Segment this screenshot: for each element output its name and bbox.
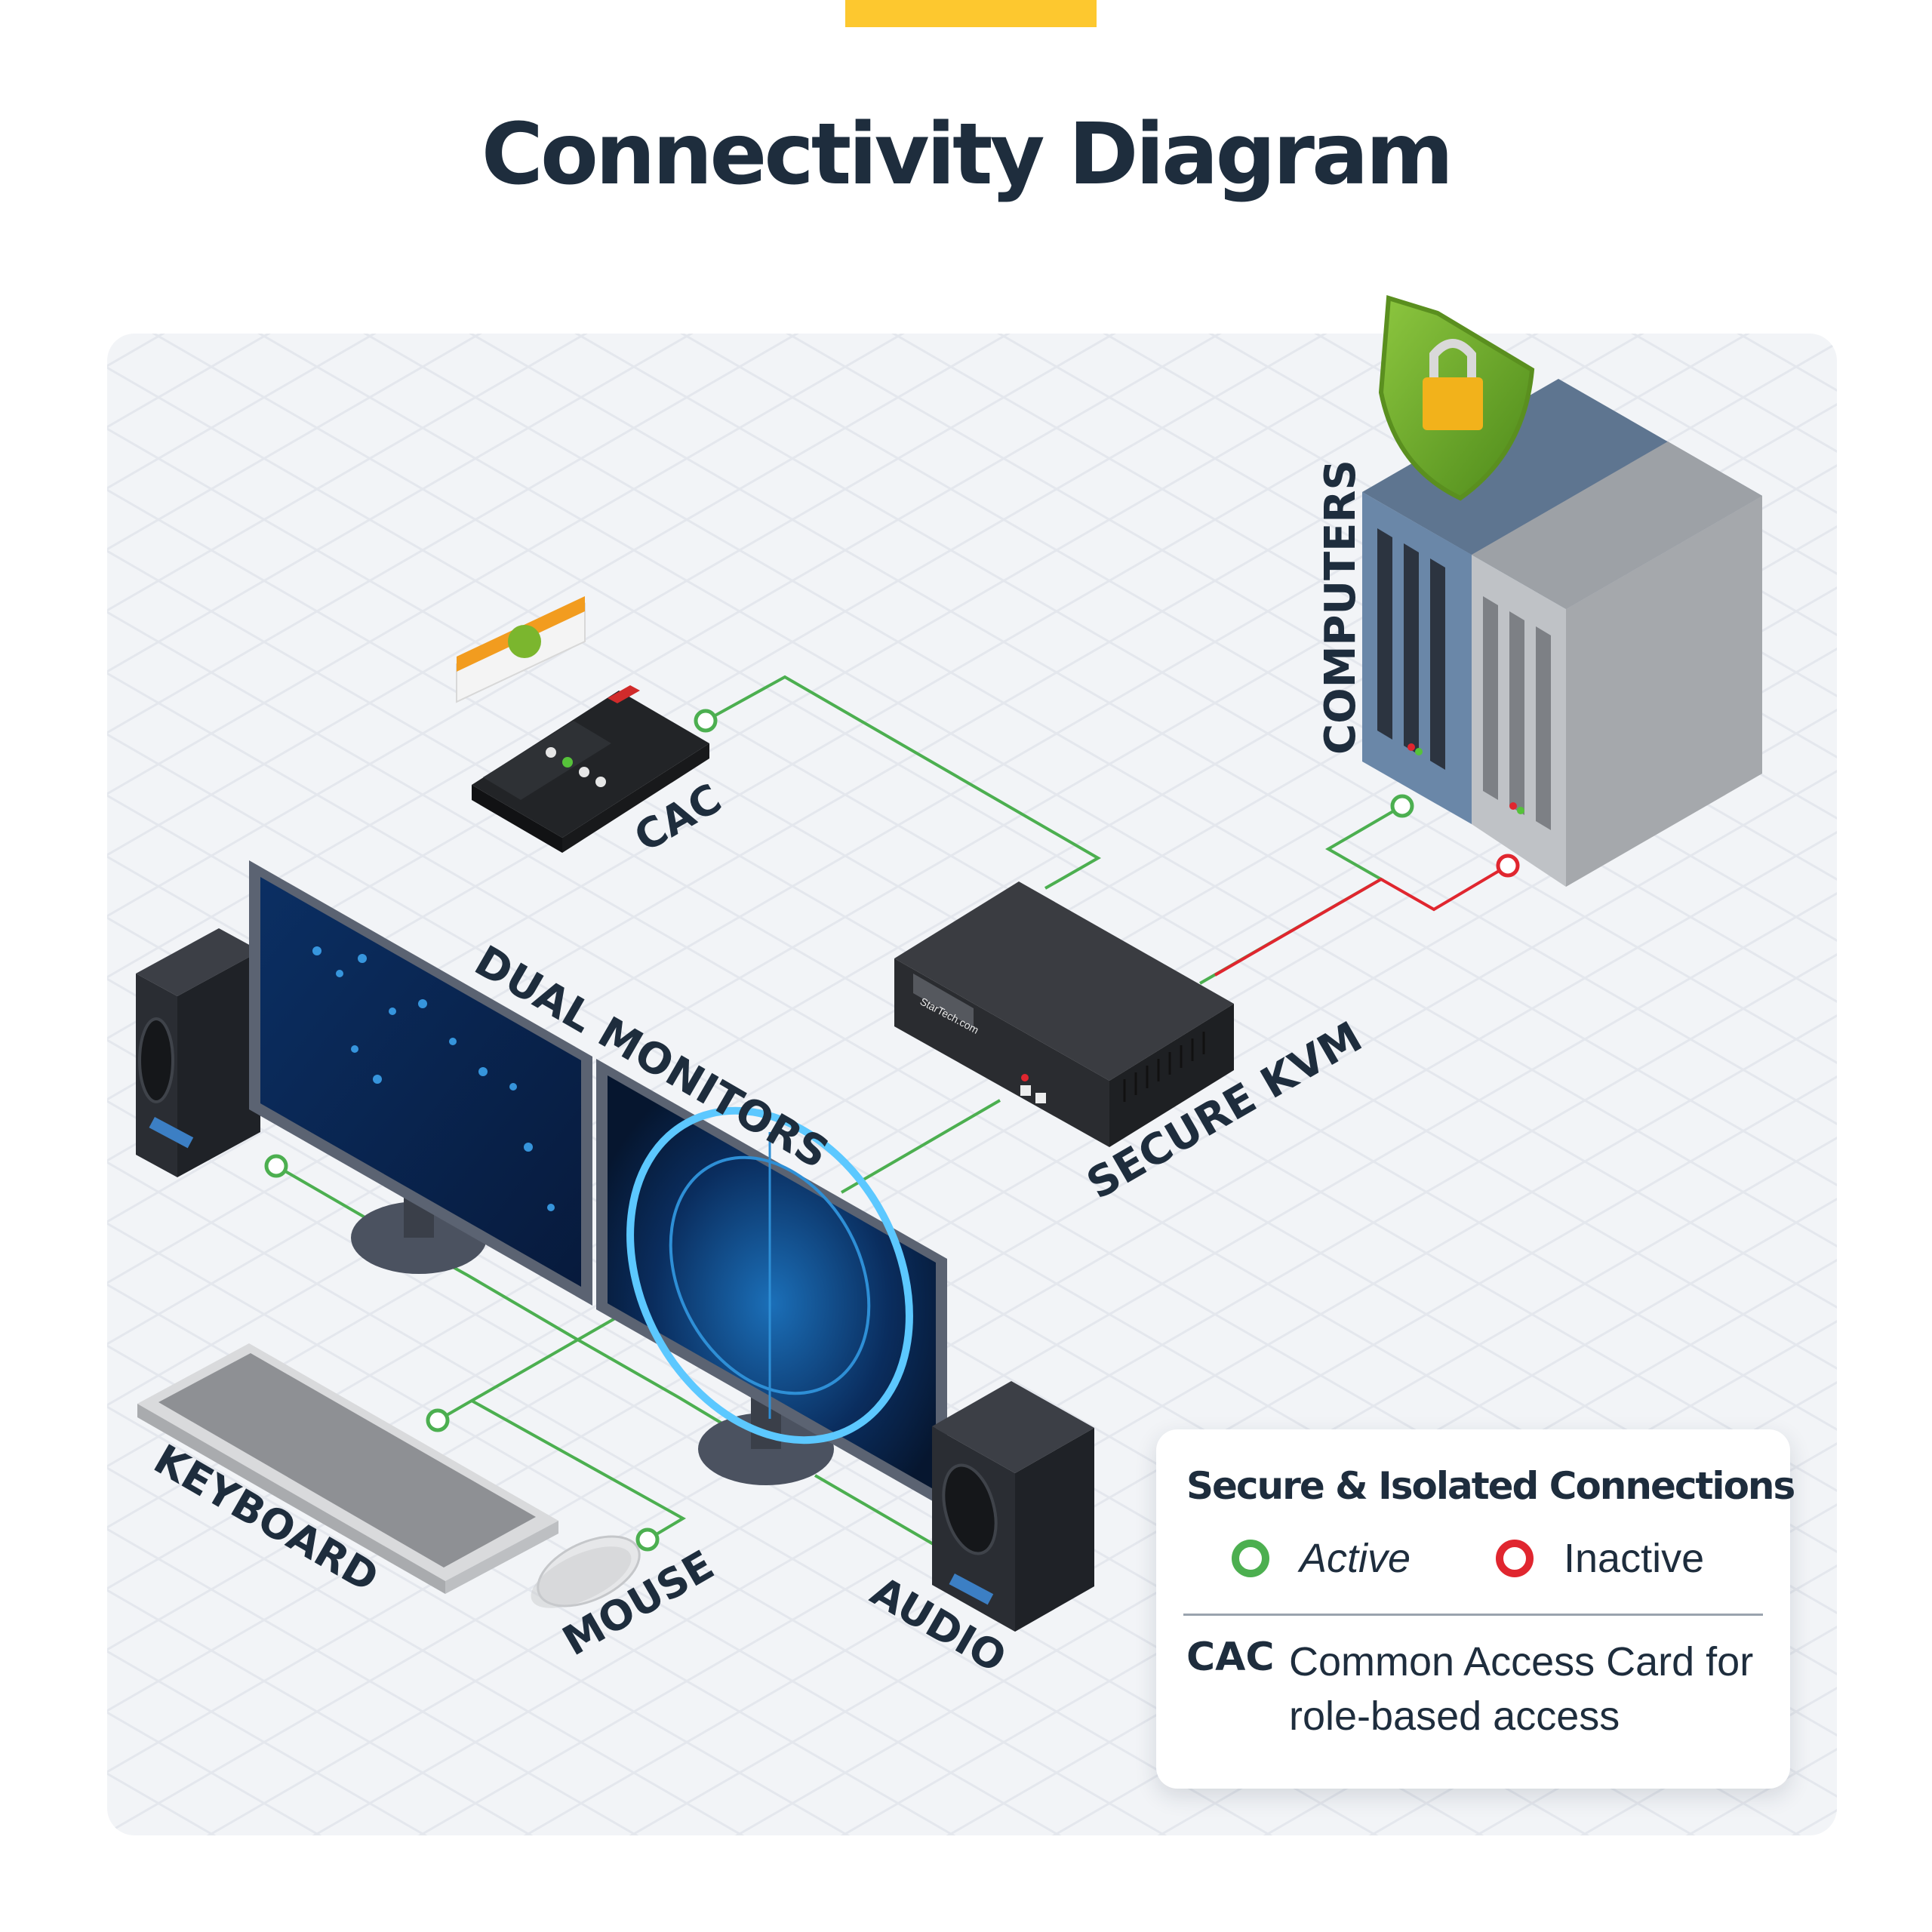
secure-kvm: StarTech.com [894,881,1234,1147]
computer-to-kvm-inactive-line [1214,864,1509,977]
cac-reader [456,596,709,853]
page-title: Connectivity Diagram [481,106,1454,204]
legend-abbr-definition: Common Access Card for role-based access [1289,1639,1754,1739]
speaker-node [264,1154,288,1178]
speaker-right [932,1381,1094,1632]
connection-nodes [264,709,1520,1552]
shield-lock-icon [1378,295,1535,501]
speaker-left [136,928,260,1177]
accent-bar [845,0,1097,27]
mouse-line [471,1399,687,1541]
mouse [531,1535,641,1608]
legend-active: Active [1232,1535,1411,1582]
legend-abbr: CAC [1186,1635,1275,1680]
cac-to-kvm-line [705,675,1102,890]
world-map-screen [260,877,581,1287]
inactive-ring-icon [1496,1540,1534,1577]
active-ring-icon [1232,1540,1269,1577]
computers-label: COMPUTERS [1316,460,1365,755]
active-label: Active [1300,1536,1411,1581]
cac-node [694,709,718,733]
legend-inactive: Inactive [1496,1535,1704,1582]
inactive-label: Inactive [1564,1536,1705,1581]
legend-divider [1183,1614,1763,1616]
legend-card: Secure & Isolated Connections Active Ina… [1156,1429,1795,1789]
audio-line [814,1474,937,1547]
computer-inactive-node [1496,854,1520,878]
keyboard [137,1343,558,1594]
legend-title: Secure & Isolated Connections [1186,1464,1795,1508]
keyboard-node [426,1408,450,1432]
monitor-to-kvm-line [840,1099,1001,1194]
dual-monitors [249,860,947,1509]
computer-active-node [1390,794,1414,818]
computer-tower [1362,379,1762,887]
mouse-node [635,1527,660,1552]
radar-screen [608,1075,936,1491]
